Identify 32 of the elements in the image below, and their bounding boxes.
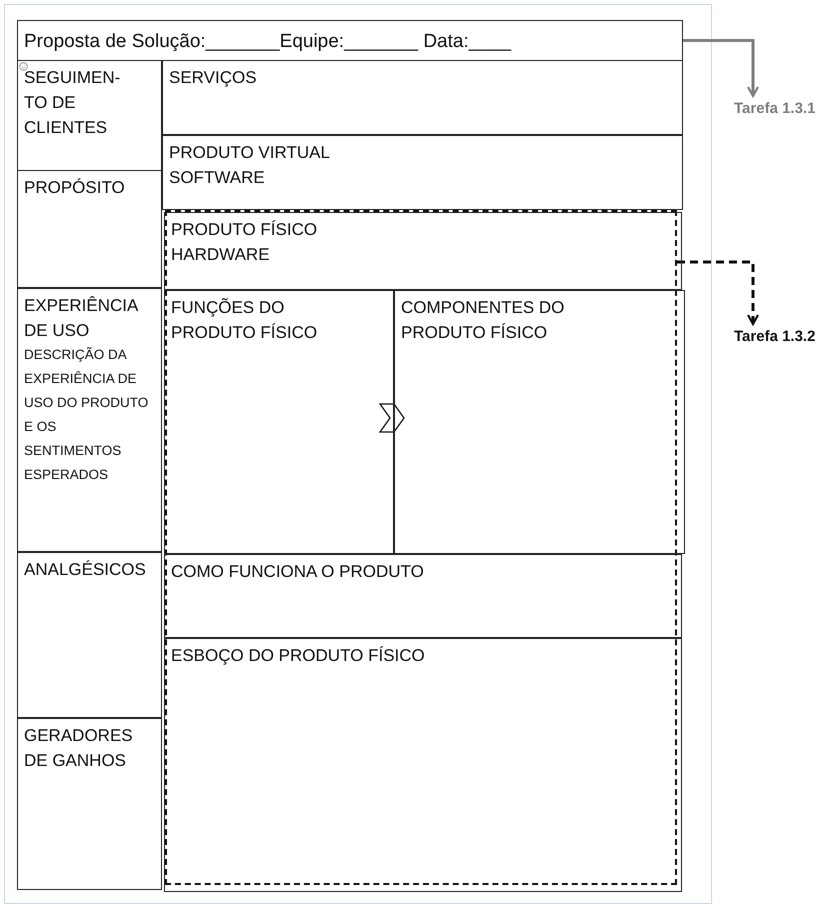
canvas-section — [164, 554, 682, 638]
canvas-section — [394, 290, 685, 554]
canvas-section — [164, 290, 394, 554]
section-title: PRODUTO VIRTUAL SOFTWARE — [169, 142, 330, 189]
arrow — [683, 39, 760, 98]
canvas-section — [162, 135, 683, 210]
section-title: FUNÇÕES DO PRODUTO FÍSICO — [171, 297, 318, 344]
canvas-section — [164, 212, 682, 290]
section-title: ESBOÇO DO PRODUTO FÍSICO — [171, 645, 426, 667]
canvas-section — [17, 552, 162, 718]
canvas-section — [17, 60, 162, 171]
section-title: COMO FUNCIONA O PRODUTO — [171, 561, 425, 583]
section-title: SERVIÇOS — [169, 67, 258, 89]
section-title: COMPONENTES DO PRODUTO FÍSICO — [401, 297, 566, 344]
canvas-section — [17, 718, 162, 890]
task-label: Tarefa 1.3.2 — [734, 328, 826, 350]
section-title: ANALGÉSICOS — [24, 559, 147, 581]
canvas-section — [17, 170, 162, 288]
canvas-section — [162, 60, 683, 135]
section-description: DESCRIÇÃO DA EXPERIÊNCIA DE USO DO PRODUTO E OS SENTIMENTOS ESPERADOS — [24, 346, 150, 484]
section-title: PRODUTO FÍSICO HARDWARE — [171, 219, 318, 266]
chevron-arrow — [378, 403, 405, 433]
task-label: Tarefa 1.3.1 — [734, 100, 826, 122]
section-title: Proposta de Solução:_______Equipe:_______ Data:____ — [24, 30, 512, 54]
section-title: SEGUIMEN- TO DE CLIENTES — [24, 67, 122, 139]
section-title: PROPÓSITO — [24, 177, 126, 199]
canvas-section — [164, 638, 682, 892]
arrow — [677, 260, 760, 326]
section-title: GERADORES DE GANHOS — [24, 725, 134, 772]
section-title: EXPERIÊNCIA DE USO — [24, 295, 139, 342]
canvas-section — [17, 288, 162, 552]
header-row — [17, 20, 683, 61]
